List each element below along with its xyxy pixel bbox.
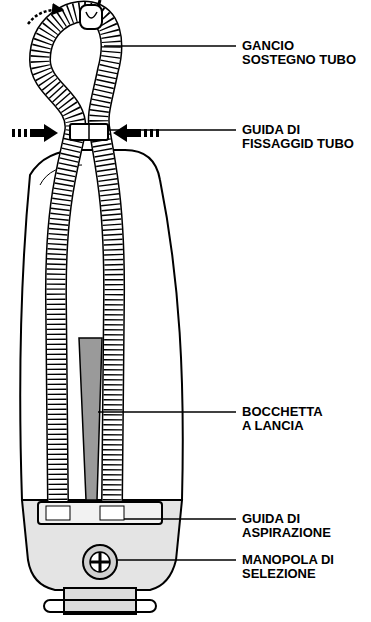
clip-split xyxy=(88,124,90,140)
leader-lines xyxy=(98,46,236,560)
guide-slot xyxy=(46,506,70,520)
base xyxy=(22,500,182,590)
part-label: MANOPOLA DI SELEZIONE xyxy=(242,553,338,581)
part-label: GUIDA DI ASPIRAZIONE xyxy=(242,512,352,540)
hose xyxy=(40,11,114,505)
selector-knob xyxy=(83,545,117,579)
lance-nozzle xyxy=(79,338,102,500)
hook-detail xyxy=(86,12,97,18)
press-arrow xyxy=(113,124,159,142)
knob-ring xyxy=(90,552,110,572)
knob-grip xyxy=(90,552,110,572)
rotate-arrow xyxy=(28,10,62,24)
guide-slot xyxy=(100,506,124,520)
hose-hook xyxy=(80,5,102,29)
press-arrow xyxy=(12,124,58,142)
part-label: GANCIO SOSTEGNO TUBO xyxy=(242,39,366,67)
foot xyxy=(44,600,156,612)
part-label: GUIDA DI FISSAGGID TUBO xyxy=(242,123,366,151)
part-label: BOCCHETTA A LANCIA xyxy=(242,405,332,433)
suction-guide xyxy=(38,502,162,524)
hose-clip xyxy=(70,124,108,140)
